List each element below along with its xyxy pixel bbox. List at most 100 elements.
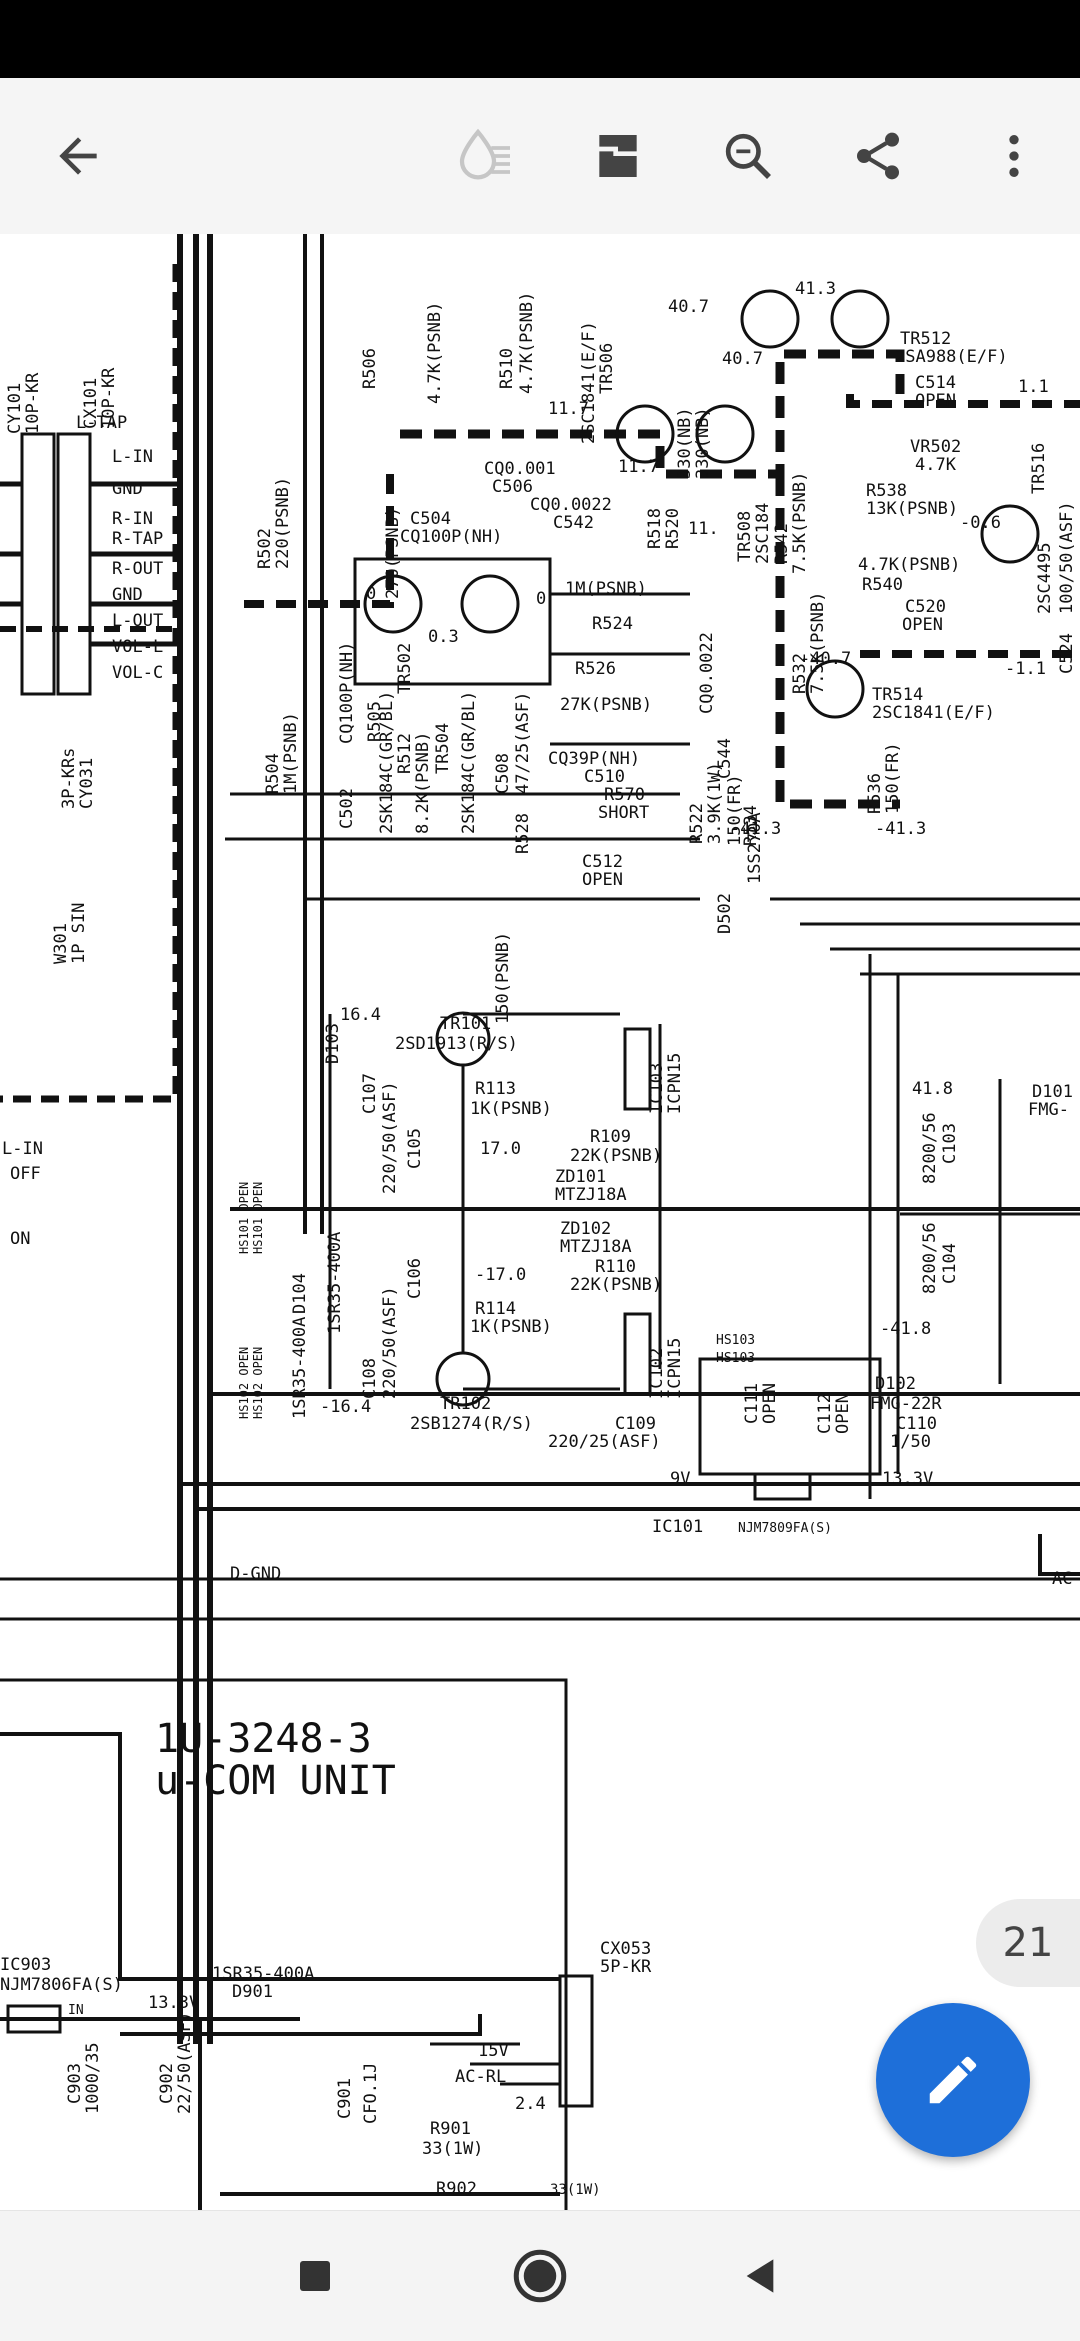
r901-value: 33(1W) <box>422 2139 483 2159</box>
voltage-minus-41-3-b: -41.3 <box>875 819 926 839</box>
c112-value: OPEN <box>833 1393 853 1434</box>
back-button[interactable] <box>38 116 118 196</box>
page-layout-icon <box>599 135 637 177</box>
d104-label: D104 <box>290 1273 310 1314</box>
voltage-minus-40-7: -40.7 <box>800 649 851 669</box>
d901-label: D901 <box>232 1982 273 2002</box>
r-tap-label: R-TAP <box>112 529 163 549</box>
zd102-label: ZD102 <box>560 1219 611 1239</box>
tr512-part: 2SA988(E/F) <box>895 347 1008 367</box>
c108-value: 220/50(ASF) <box>380 1286 400 1399</box>
c903-label: C903 <box>65 2063 85 2104</box>
off-label: OFF <box>10 1164 41 1184</box>
r528-label: R528 <box>513 813 533 854</box>
d103-part: 1SR35-400A <box>325 1232 345 1334</box>
r518-label: R518 <box>645 508 665 549</box>
hs101-open-label-2: HS101 OPEN <box>251 1182 265 1254</box>
voltage-41-3: 41.3 <box>795 279 836 299</box>
voltage-40-7-a: 40.7 <box>668 297 709 317</box>
c108-label: C108 <box>360 1358 380 1399</box>
voltage-11-7-a: 11.7 <box>548 399 589 419</box>
voltage-minus-16-4: -16.4 <box>320 1397 371 1417</box>
c542-value: CQ0.0022 <box>530 495 612 515</box>
c107-value: 220/50(ASF) <box>380 1081 400 1194</box>
vol-l-label: VOL-L <box>112 637 163 657</box>
d103-label: D103 <box>323 1023 343 1064</box>
unit-name: u-COM UNIT <box>155 1758 396 1804</box>
r524-label: R524 <box>592 614 633 634</box>
c506-label: C506 <box>492 477 533 497</box>
r540-value: 4.7K(PSNB) <box>858 555 960 575</box>
vr502-value: 4.7K <box>915 455 957 475</box>
cy031-label: CY031 <box>77 758 97 809</box>
cy031-value: 3P-KRs <box>59 748 79 809</box>
square-recents-icon <box>300 2261 330 2291</box>
tr506-part: 2SC1841(E/F) <box>579 321 599 444</box>
ic101-label: IC101 <box>652 1517 703 1537</box>
l-out-label: L-OUT <box>112 611 163 631</box>
r536-value: 150(FR) <box>883 742 903 814</box>
r902-label: R902 <box>436 2179 477 2199</box>
c508-value: 47/25(ASF) <box>513 692 533 794</box>
tr512-label: TR512 <box>900 329 951 349</box>
d102-part: FMG-22R <box>870 1394 942 1414</box>
circle-home-icon <box>513 2249 567 2303</box>
c524-value: 100/50(ASF) <box>1057 501 1077 614</box>
cx101-label: CX101 <box>81 378 101 429</box>
d502-part: 1SS270A <box>745 812 765 884</box>
voltage-minus-41-8: -41.8 <box>880 1319 931 1339</box>
recents-button[interactable] <box>275 2236 355 2316</box>
r538-value: 13K(PSNB) <box>866 499 958 519</box>
r-in-label: R-IN <box>112 509 153 529</box>
voltage-minus-1-1: -1.1 <box>1005 659 1046 679</box>
edit-button[interactable] <box>876 2003 1030 2157</box>
cx101-value: 10P-KR <box>99 367 119 429</box>
share-button[interactable] <box>838 116 918 196</box>
r520-value: 330(NB) <box>693 407 713 479</box>
c110-value: 1/50 <box>890 1432 931 1452</box>
top-toolbar <box>0 78 1080 235</box>
voltage-minus-17: -17.0 <box>475 1265 526 1285</box>
c112-label: C112 <box>815 1393 835 1434</box>
search-button[interactable] <box>708 116 788 196</box>
r114-value: 1K(PSNB) <box>470 1317 552 1337</box>
c542-label: C542 <box>553 513 594 533</box>
tr504-part: 2SK184C(GR/BL) <box>459 691 479 834</box>
tr101-part: 2SD1913(R/S) <box>395 1034 518 1054</box>
c902-label: C902 <box>157 2063 177 2104</box>
ic103-part: ICPN15 <box>665 1053 685 1114</box>
r506-label: R506 <box>360 348 380 389</box>
ink-drop-button[interactable] <box>446 116 526 196</box>
r540-label: R540 <box>862 575 903 595</box>
c103-label: C103 <box>940 1123 960 1164</box>
v15-label: 15V <box>478 2041 509 2061</box>
back-nav-button[interactable] <box>720 2236 800 2316</box>
r502-label: R502 <box>255 528 275 569</box>
d-gnd-label: D-GND <box>230 1564 281 1584</box>
c508-label: C508 <box>493 753 513 794</box>
r526-value: 27K(PSNB) <box>560 695 652 715</box>
r528-value: 150(PSNB) <box>493 932 513 1024</box>
page-layout-button[interactable] <box>578 116 658 196</box>
document-viewer[interactable]: TR101 2SD1913(R/S) TR102 2SB1274(R/S) R1… <box>0 234 1080 2210</box>
voltage-0-3: 0.3 <box>428 627 459 647</box>
unit-code: 1U-3248-3 <box>155 1716 372 1762</box>
r510-label: R510 <box>497 348 517 389</box>
c110-label: C110 <box>896 1414 937 1434</box>
triangle-back-icon <box>746 2259 774 2293</box>
c109-label: C109 <box>615 1414 656 1434</box>
home-button[interactable] <box>500 2236 580 2316</box>
more-options-button[interactable] <box>974 116 1054 196</box>
r504-label: R504 <box>263 753 283 794</box>
v9-label: 9V <box>670 1469 690 1489</box>
r534-label: R534 <box>741 805 761 846</box>
tr516-part: 2SC4495 <box>1035 542 1055 614</box>
arrow-left-icon <box>59 137 97 175</box>
c510-value: CQ39P(NH) <box>548 749 640 769</box>
c901-label: C901 <box>335 2078 355 2119</box>
voltage-0-b: 0 <box>536 589 546 609</box>
voltage-0-a: 0 <box>366 584 376 604</box>
c111-label: C111 <box>742 1383 762 1424</box>
ic102-part: ICPN15 <box>665 1338 685 1399</box>
voltage-11-7-b: 11.7 <box>618 457 659 477</box>
